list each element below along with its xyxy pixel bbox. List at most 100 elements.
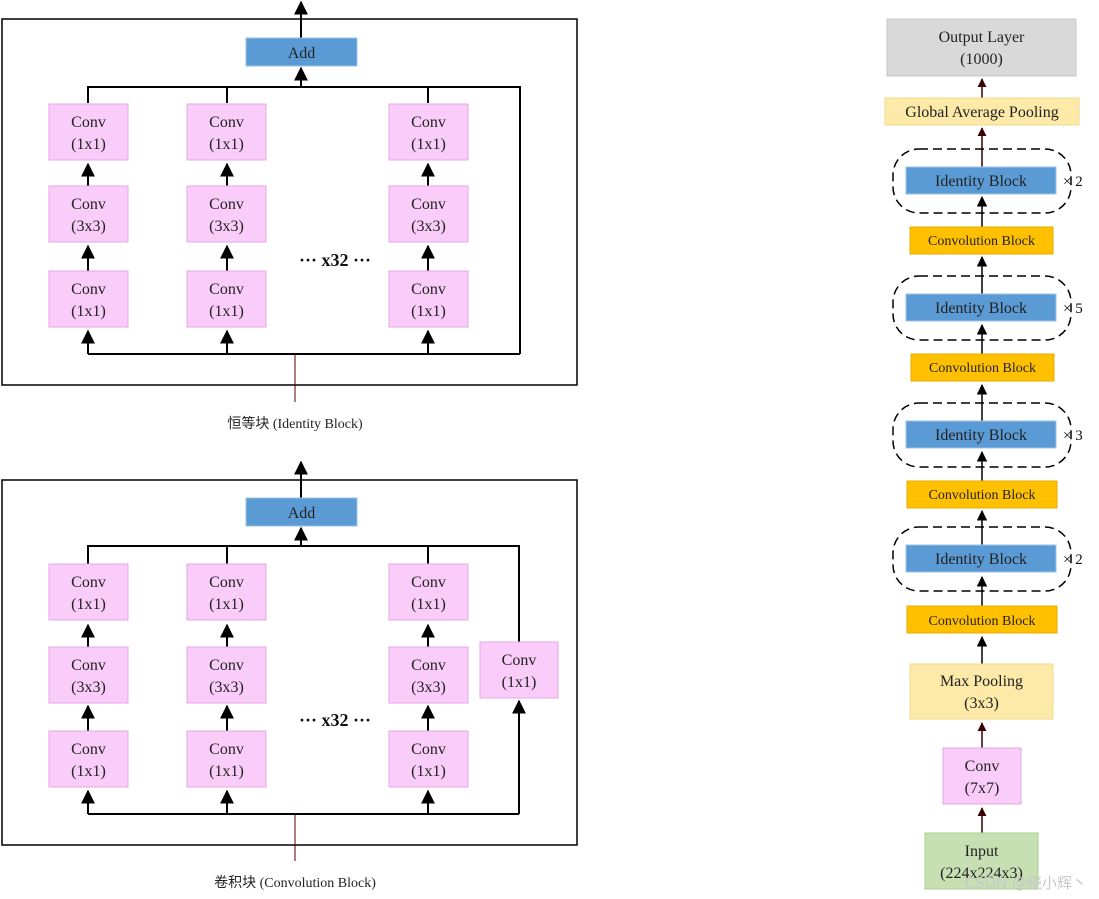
- conv-3x3: Conv (3x3): [48, 185, 129, 243]
- svg-text:Conv: Conv: [71, 196, 106, 213]
- identity-block-frame: [1, 18, 578, 386]
- conv-1x1-top: Conv (1x1): [186, 103, 267, 161]
- svg-text:Conv: Conv: [411, 574, 446, 591]
- svg-text:Conv: Conv: [209, 114, 244, 131]
- svg-text:(1x1): (1x1): [209, 136, 244, 153]
- svg-text:Conv: Conv: [209, 196, 244, 213]
- convolution-block-node: Convolution Block: [910, 353, 1055, 382]
- svg-text:(1x1): (1x1): [411, 596, 446, 613]
- convolution-block-panel: Add Conv (1x1) Conv (1x1) Conv (3x3): [1, 460, 578, 861]
- svg-text:(1x1): (1x1): [411, 763, 446, 780]
- conv-path-1: Conv (1x1) Conv (3x3) Conv (1x1): [48, 563, 129, 814]
- convolution-block-node: Convolution Block: [906, 605, 1058, 634]
- identity-block-node: Identity Block: [905, 544, 1057, 573]
- convolution-block-frame: [1, 479, 578, 846]
- svg-text:Conv: Conv: [71, 114, 106, 131]
- identity-block-node: Identity Block: [905, 293, 1057, 322]
- svg-text:Conv: Conv: [71, 657, 106, 674]
- svg-text:Convolution Block: Convolution Block: [929, 488, 1036, 503]
- svg-text:(1x1): (1x1): [209, 596, 244, 613]
- svg-text:(3x3): (3x3): [71, 679, 106, 696]
- stage-1-repeat: × 2: [1063, 552, 1083, 568]
- svg-text:(3x3): (3x3): [209, 679, 244, 696]
- svg-text:(3x3): (3x3): [209, 218, 244, 235]
- watermark: CSDN @晓小辉丶: [964, 874, 1087, 892]
- conv-1x1-top: Conv (1x1): [48, 103, 129, 161]
- identity-block-node: Identity Block: [905, 166, 1057, 195]
- add-node: Add: [245, 497, 358, 527]
- conv-1x1-bottom: Conv (1x1): [388, 730, 469, 788]
- conv-7x7-node: Conv (7x7): [942, 747, 1022, 805]
- convolution-block-caption: 卷积块 (Convolution Block): [214, 875, 376, 891]
- conv-1x1-bottom: Conv (1x1): [388, 270, 469, 328]
- identity-path-1: Conv (1x1) Conv (3x3) Conv (1x1): [48, 103, 129, 354]
- svg-text:(1x1): (1x1): [71, 763, 106, 780]
- svg-text:Conv: Conv: [502, 652, 537, 669]
- svg-text:Convolution Block: Convolution Block: [929, 361, 1036, 376]
- conv-1x1-top: Conv (1x1): [186, 563, 267, 621]
- svg-text:Input: Input: [965, 843, 999, 860]
- svg-text:Convolution Block: Convolution Block: [929, 614, 1036, 629]
- svg-text:(1x1): (1x1): [71, 596, 106, 613]
- svg-text:Output Layer: Output Layer: [939, 29, 1025, 46]
- conv-1x1-top: Conv (1x1): [388, 103, 469, 161]
- svg-text:Conv: Conv: [71, 741, 106, 758]
- stage-1-group: [892, 526, 1072, 592]
- svg-text:Identity Block: Identity Block: [935, 427, 1027, 444]
- identity-path-2: Conv (1x1) Conv (3x3) Conv (1x1): [186, 103, 267, 354]
- cardinality-label: ··· x32 ···: [299, 250, 371, 270]
- svg-text:Conv: Conv: [209, 574, 244, 591]
- global-average-pooling-node: Global Average Pooling: [884, 97, 1080, 126]
- convolution-block-node: Convolution Block: [909, 226, 1054, 255]
- identity-block-panel: Add Conv (1x1) Conv (3x3) Conv (1x1): [1, 0, 578, 402]
- conv-1x1-bottom: Conv (1x1): [186, 730, 267, 788]
- stage-4-group: [892, 148, 1072, 214]
- svg-text:Conv: Conv: [71, 281, 106, 298]
- svg-text:(1x1): (1x1): [411, 136, 446, 153]
- conv-1x1-bottom: Conv (1x1): [186, 270, 267, 328]
- stage-2-repeat: × 3: [1063, 428, 1083, 444]
- merge-line: [87, 545, 520, 642]
- conv-3x3: Conv (3x3): [48, 646, 129, 704]
- conv-3x3: Conv (3x3): [186, 185, 267, 243]
- convolution-block-node: Convolution Block: [906, 480, 1058, 509]
- svg-text:(7x7): (7x7): [965, 780, 1000, 797]
- svg-text:Conv: Conv: [71, 574, 106, 591]
- identity-path-3: Conv (1x1) Conv (3x3) Conv (1x1): [388, 103, 469, 354]
- svg-text:Add: Add: [288, 505, 316, 522]
- svg-text:(3x3): (3x3): [411, 218, 446, 235]
- svg-text:Max Pooling: Max Pooling: [940, 673, 1023, 690]
- svg-text:Conv: Conv: [209, 281, 244, 298]
- stage-4-repeat: × 2: [1063, 174, 1083, 190]
- conv-1x1-bottom: Conv (1x1): [48, 730, 129, 788]
- svg-text:(1x1): (1x1): [502, 674, 537, 691]
- svg-text:Conv: Conv: [411, 114, 446, 131]
- svg-text:Identity Block: Identity Block: [935, 173, 1027, 190]
- svg-text:Conv: Conv: [411, 741, 446, 758]
- svg-text:(1x1): (1x1): [411, 303, 446, 320]
- stage-2-group: [892, 402, 1072, 468]
- conv-path-3: Conv (1x1) Conv (3x3) Conv (1x1): [388, 563, 469, 814]
- conv-path-2: Conv (1x1) Conv (3x3) Conv (1x1): [186, 563, 267, 814]
- svg-text:Convolution Block: Convolution Block: [928, 234, 1035, 249]
- stage-3-repeat: × 5: [1063, 301, 1083, 317]
- svg-text:(1x1): (1x1): [71, 303, 106, 320]
- shortcut-conv-1x1: Conv (1x1): [479, 641, 559, 699]
- merge-line: [87, 86, 521, 354]
- max-pooling-node: Max Pooling (3x3): [909, 663, 1054, 720]
- identity-block-caption: 恒等块 (Identity Block): [227, 415, 363, 432]
- conv-3x3: Conv (3x3): [186, 646, 267, 704]
- architecture-stack: Output Layer (1000) Global Average Pooli…: [884, 18, 1083, 890]
- svg-text:Identity Block: Identity Block: [935, 551, 1027, 568]
- svg-text:(3x3): (3x3): [964, 695, 999, 712]
- svg-text:Identity Block: Identity Block: [935, 300, 1027, 317]
- svg-text:(1x1): (1x1): [209, 303, 244, 320]
- identity-block-node: Identity Block: [905, 420, 1057, 449]
- svg-text:(1x1): (1x1): [71, 136, 106, 153]
- svg-text:Conv: Conv: [411, 196, 446, 213]
- cardinality-label: ··· x32 ···: [299, 710, 371, 730]
- conv-3x3: Conv (3x3): [388, 646, 469, 704]
- svg-text:(3x3): (3x3): [411, 679, 446, 696]
- svg-text:(224x224x3): (224x224x3): [940, 865, 1023, 882]
